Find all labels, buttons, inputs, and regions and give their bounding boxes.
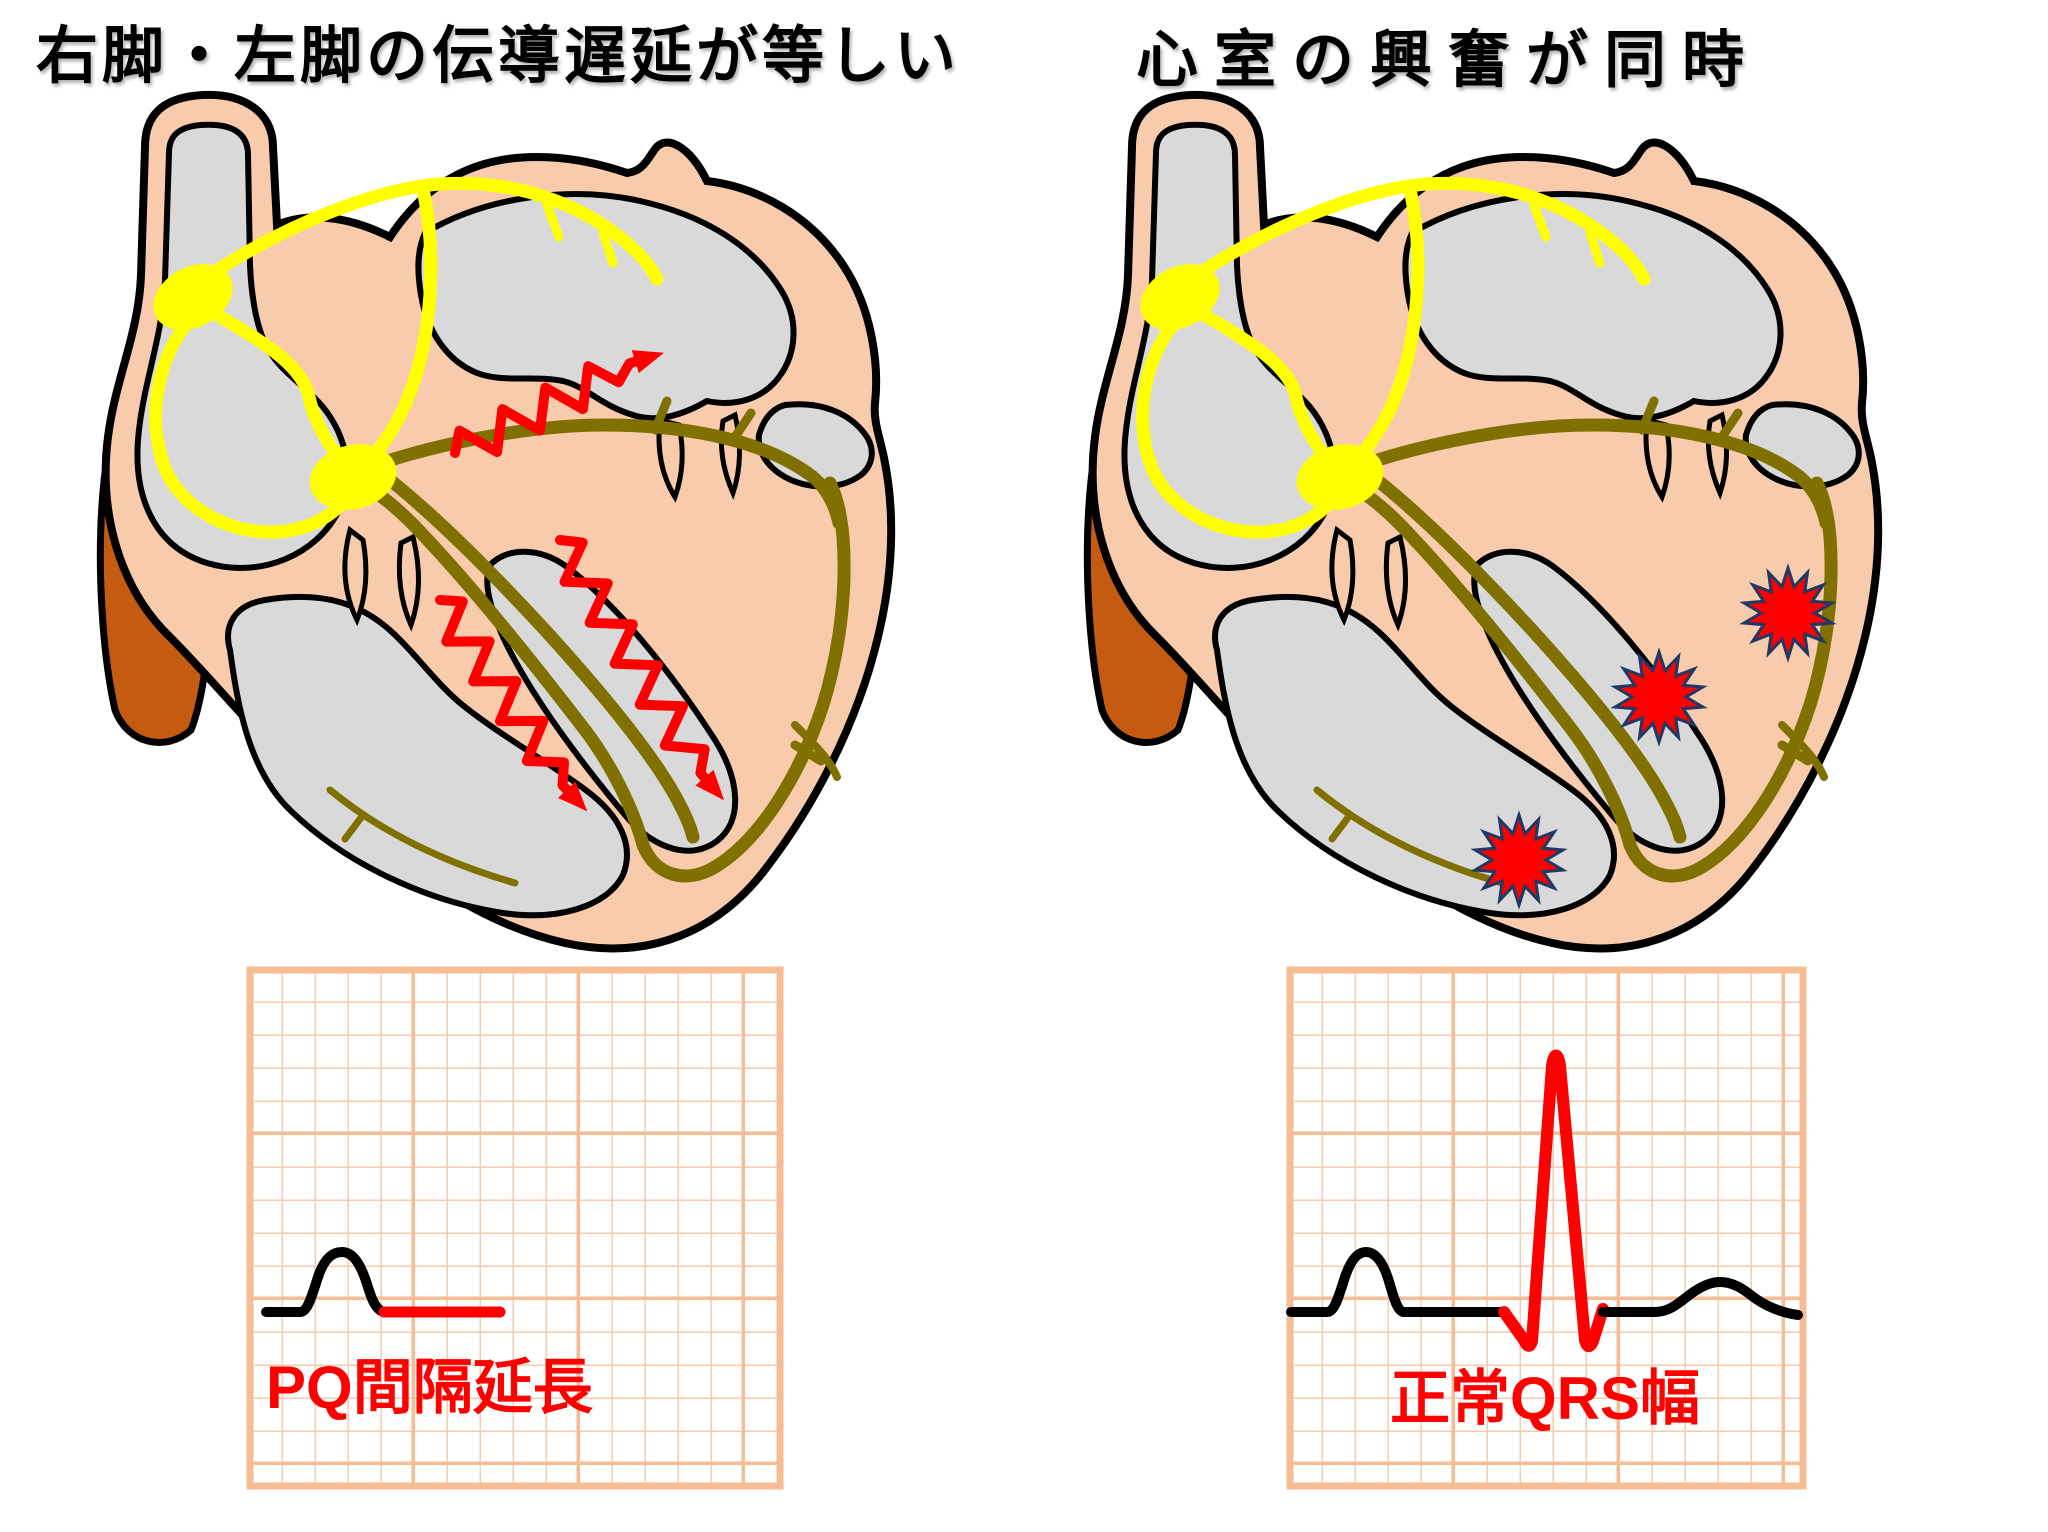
panel-title-right: 心室の興奮が同時 xyxy=(1136,26,1761,95)
ecg-trace-left xyxy=(261,1247,506,1318)
qrs-complex xyxy=(1498,1049,1609,1353)
heart-left xyxy=(100,95,891,949)
delay-zigzag-top xyxy=(450,350,664,458)
delay-zigzag-arrows xyxy=(435,350,725,812)
p-wave-left xyxy=(261,1247,389,1317)
ecg-grid-right xyxy=(1286,966,1807,1490)
ecg-trace-right xyxy=(1286,1049,1803,1353)
heart-right xyxy=(1087,95,1878,949)
delay-zigzag-middle xyxy=(435,595,588,812)
ecg-label-left: PQ間隔延長 xyxy=(266,1354,593,1421)
panel-title-left: 右脚・左脚の伝導遅延が等しい xyxy=(36,22,961,91)
delay-zigzag-right xyxy=(555,535,725,801)
ecg-grid-left xyxy=(246,966,784,1490)
ecg-label-right: 正常QRS幅 xyxy=(1390,1365,1701,1432)
t-wave-right xyxy=(1598,1277,1803,1320)
p-wave-right xyxy=(1286,1247,1509,1317)
